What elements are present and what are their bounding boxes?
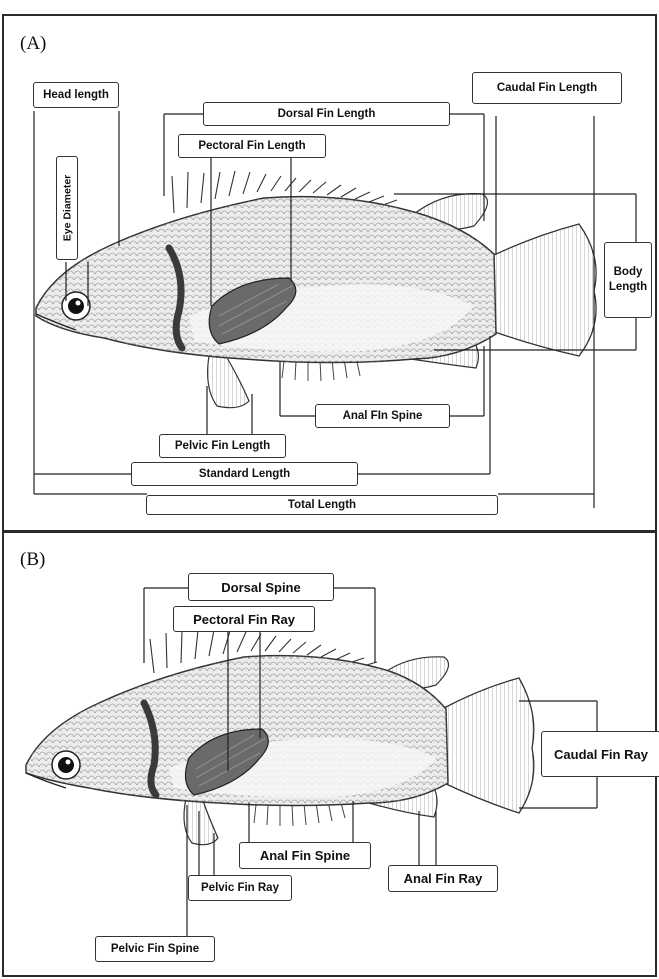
panel-a: (A) (2, 14, 657, 532)
total-length-label: Total Length (146, 495, 498, 515)
caudal-fin-length-label: Caudal Fin Length (472, 72, 622, 104)
dorsal-fin-length-label: Dorsal Fin Length (203, 102, 450, 126)
pelvic-fin-length-label: Pelvic Fin Length (159, 434, 286, 458)
pelvic-fin-spine-label: Pelvic Fin Spine (95, 936, 215, 962)
standard-length-label: Standard Length (131, 462, 358, 486)
pelvic-fin-ray-label: Pelvic Fin Ray (188, 875, 292, 901)
pectoral-fin-ray-label: Pectoral Fin Ray (173, 606, 315, 632)
anal-fin-spine-label: Anal Fin Spine (239, 842, 371, 869)
pectoral-fin-length-label: Pectoral Fin Length (178, 134, 326, 158)
body-length-label-line2: Length (609, 280, 647, 295)
anal-fin-spine-label: Anal FIn Spine (315, 404, 450, 428)
body-length-label: Body Length (604, 242, 652, 318)
eye-diameter-label: Eye Diameter (56, 156, 78, 260)
fish-a (36, 171, 596, 408)
head-length-label: Head length (33, 82, 119, 108)
anal-fin-ray-label: Anal Fin Ray (388, 865, 498, 892)
panel-b: (B) (2, 531, 657, 977)
dorsal-spine-label: Dorsal Spine (188, 573, 334, 601)
body-length-label-line1: Body (614, 265, 643, 280)
fish-b (26, 630, 534, 845)
caudal-fin-ray-label: Caudal Fin Ray (541, 731, 659, 777)
